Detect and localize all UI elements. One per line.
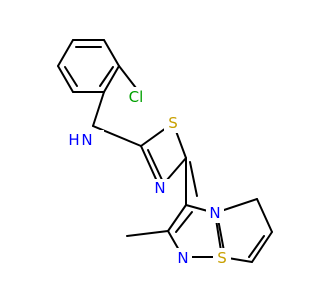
bond	[251, 231, 273, 263]
bond	[118, 65, 137, 89]
imidazothiazole-sulfur-atom: S	[213, 248, 231, 268]
bond	[99, 66, 114, 87]
chlorine-atom: Cl	[124, 87, 148, 107]
amine-n-label: N	[81, 131, 92, 149]
bond	[103, 39, 120, 67]
bond	[92, 125, 142, 147]
bond	[248, 235, 265, 258]
bond	[167, 204, 187, 232]
amine-nh: H N	[62, 130, 104, 150]
bond	[175, 211, 193, 233]
bond	[92, 91, 105, 127]
bond	[147, 149, 164, 183]
bond	[126, 230, 169, 237]
bond	[103, 65, 120, 93]
bridgehead-nitrogen-label: N	[209, 204, 220, 222]
imidazothiazole-sulfur-label: S	[217, 249, 227, 267]
thiazole-nitrogen-atom: N	[151, 179, 169, 199]
amine-h-label: H	[68, 131, 79, 149]
bond	[57, 65, 74, 93]
molecule-structure: Cl H N S N N S N	[57, 39, 273, 268]
bond	[57, 39, 74, 67]
bond	[256, 198, 273, 233]
imidazole-nitrogen-label: N	[177, 249, 188, 267]
bond	[217, 218, 225, 252]
imidazole-nitrogen-atom: N	[174, 248, 192, 268]
thiazole-nitrogen-label: N	[154, 179, 165, 197]
bridgehead-nitrogen-atom: N	[206, 203, 224, 223]
bond	[64, 66, 78, 87]
atom-labels: Cl H N S N N S N	[62, 87, 231, 268]
bonds	[57, 39, 273, 263]
chlorine-label: Cl	[129, 88, 144, 106]
bond	[189, 161, 198, 197]
thiazole-sulfur-atom: S	[164, 113, 182, 133]
thiazole-sulfur-label: S	[168, 114, 178, 132]
